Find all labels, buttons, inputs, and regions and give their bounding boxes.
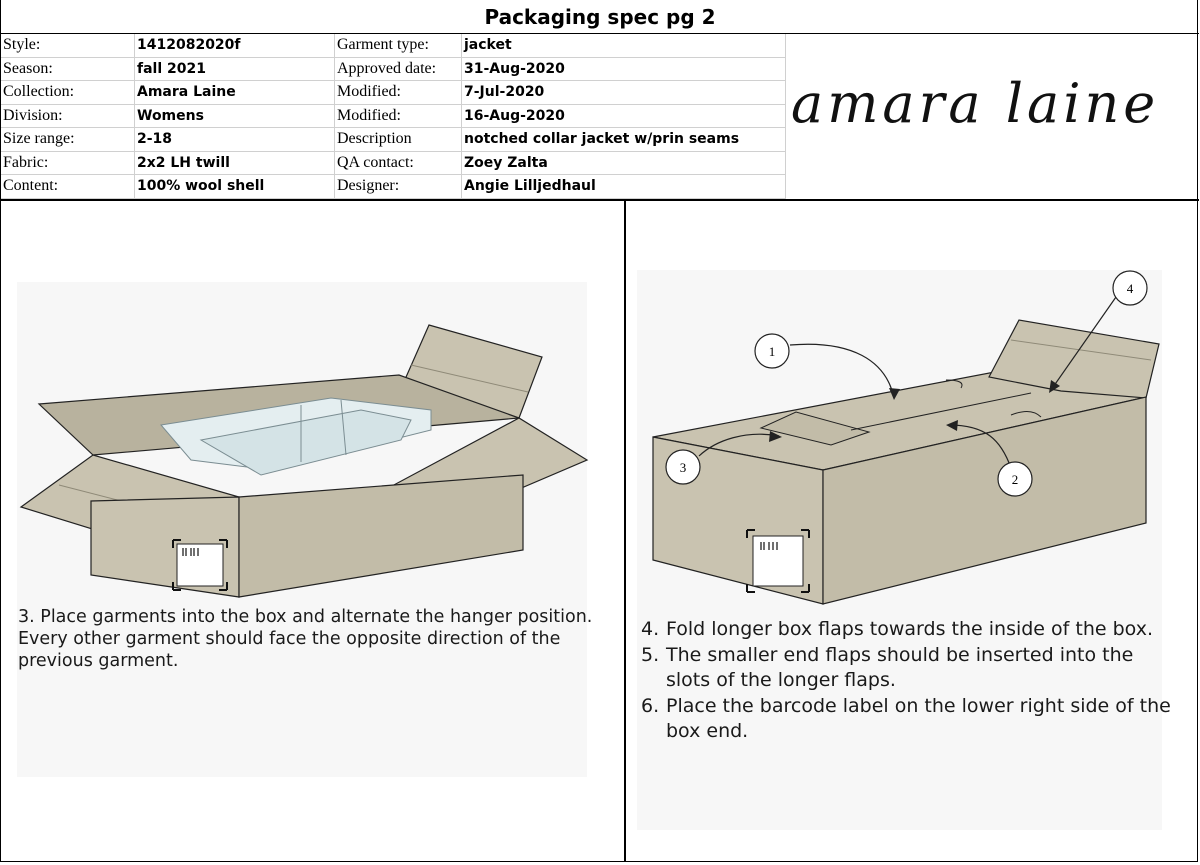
spec-label: Designer: <box>334 174 462 199</box>
callout-1 <box>754 333 790 369</box>
spec-label: Size range: <box>1 127 135 152</box>
spec-value: 1412082020f <box>134 34 335 58</box>
spec-label: QA contact: <box>334 151 462 175</box>
instruction-step-6: 6.Place the barcode label on the lower r… <box>641 694 1171 743</box>
spec-value: fall 2021 <box>134 57 335 81</box>
spec-value: 16-Aug-2020 <box>461 104 786 128</box>
spec-value: 100% wool shell <box>134 174 335 199</box>
callout-3 <box>665 449 701 485</box>
callout-3-label: 3 <box>680 460 687 475</box>
callout-2-label: 2 <box>1012 472 1019 487</box>
spec-label: Description <box>334 127 462 152</box>
instruction-step-5: 5.The smaller end flaps should be insert… <box>641 643 1134 692</box>
spec-label: Garment type: <box>334 34 462 58</box>
spec-value: Zoey Zalta <box>461 151 786 175</box>
spec-label: Collection: <box>1 80 135 105</box>
spec-value: Amara Laine <box>134 80 335 105</box>
spec-label: Modified: <box>334 104 462 128</box>
spec-value: Womens <box>134 104 335 128</box>
spec-value: 2-18 <box>134 127 335 152</box>
page-title: Packaging spec pg 2 <box>1 0 1199 34</box>
panel-divider <box>624 200 626 862</box>
spec-label: Approved date: <box>334 57 462 81</box>
spec-label: Fabric: <box>1 151 135 175</box>
callout-4 <box>1112 270 1148 306</box>
spec-value: Angie Lilljedhaul <box>461 174 786 199</box>
spec-value: 7-Jul-2020 <box>461 80 786 105</box>
spec-label: Division: <box>1 104 135 128</box>
spec-value: 31-Aug-2020 <box>461 57 786 81</box>
brand-logo: amara laine <box>791 72 1160 135</box>
spec-value: notched collar jacket w/prin seams <box>461 127 786 152</box>
spec-value: 2x2 LH twill <box>134 151 335 175</box>
callout-1-label: 1 <box>769 344 776 359</box>
spec-label: Content: <box>1 174 135 199</box>
spec-value: jacket <box>461 34 786 58</box>
spec-label: Modified: <box>334 80 462 105</box>
callout-4-label: 4 <box>1127 281 1134 296</box>
spec-label: Style: <box>1 34 135 58</box>
instruction-list: 4.Fold longer box flaps towards the insi… <box>641 617 1181 745</box>
header-divider <box>1 199 1199 201</box>
spec-label: Season: <box>1 57 135 81</box>
instruction-step-4: 4.Fold longer box flaps towards the insi… <box>641 618 1153 640</box>
instruction-step-3: 3. Place garments into the box and alter… <box>18 607 593 671</box>
callout-2 <box>997 461 1033 497</box>
